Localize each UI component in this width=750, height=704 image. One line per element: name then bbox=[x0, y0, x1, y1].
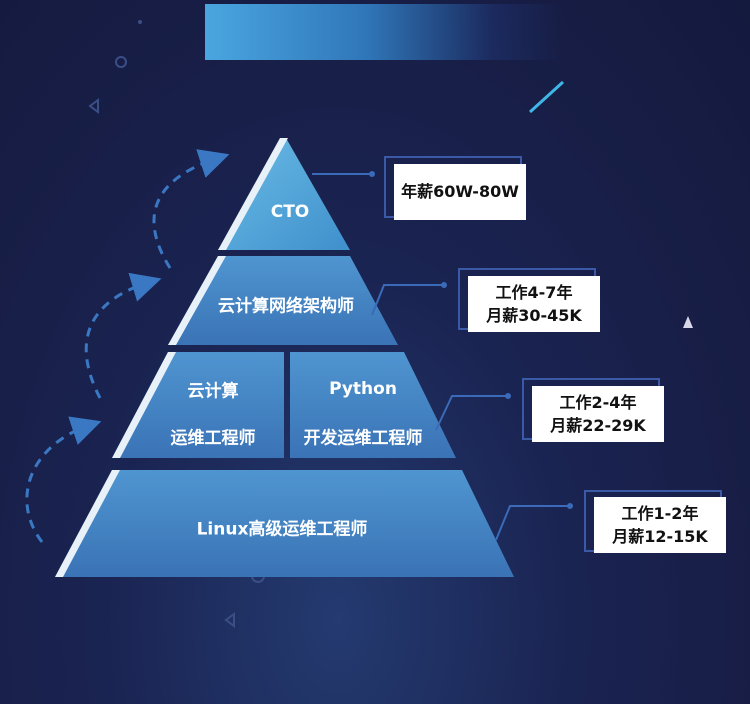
tier-linux bbox=[55, 470, 514, 577]
salary-box-linux: 工作1-2年 月薪12-15K bbox=[594, 497, 726, 553]
decor-streak bbox=[528, 80, 565, 114]
tier-architect-edge bbox=[168, 256, 226, 345]
salary-cto-line1: 年薪60W-80W bbox=[401, 182, 519, 202]
tier-linux-label: Linux高级运维工程师 bbox=[196, 519, 368, 540]
connector-line bbox=[435, 395, 508, 431]
salary-box-mid: 工作2-4年 月薪22-29K bbox=[532, 386, 664, 442]
tier-cloud-ops-edge bbox=[112, 352, 176, 458]
tier-cloud-ops-label-2: 运维工程师 bbox=[170, 428, 256, 449]
salary-mid-line2: 月薪22-29K bbox=[550, 416, 646, 435]
tier-cloud-ops-label-1: 云计算 bbox=[187, 381, 239, 402]
dashed-arrow bbox=[84, 272, 162, 399]
tier-python bbox=[290, 352, 456, 458]
decor-dot bbox=[138, 20, 142, 24]
header-banner bbox=[205, 4, 565, 60]
salary-box-cto: 年薪60W-80W bbox=[394, 164, 526, 220]
salary-mid-line1: 工作2-4年 bbox=[559, 392, 637, 412]
salary-architect-line2: 月薪30-45K bbox=[486, 306, 582, 325]
tier-linux-edge bbox=[55, 470, 120, 577]
dashed-arrow bbox=[25, 416, 102, 543]
tier-python-label-1: Python bbox=[329, 379, 397, 399]
decor-triangle bbox=[88, 98, 99, 114]
salary-linux-line2: 月薪12-15K bbox=[612, 527, 708, 546]
tier-cto-edge bbox=[218, 138, 288, 250]
tier-cto bbox=[218, 138, 350, 250]
salary-architect-line1: 工作4-7年 bbox=[495, 282, 573, 302]
salary-linux-line1: 工作1-2年 bbox=[621, 503, 699, 523]
connector-line bbox=[495, 505, 570, 541]
tier-python-label-2: 开发运维工程师 bbox=[303, 428, 423, 449]
salary-box-architect: 工作4-7年 月薪30-45K bbox=[468, 276, 600, 332]
decor-ring bbox=[115, 56, 127, 68]
dashed-arrow bbox=[152, 149, 230, 269]
tier-cto-label: CTO bbox=[270, 202, 310, 222]
tier-architect-label: 云计算网络架构师 bbox=[218, 296, 354, 317]
decor-star bbox=[683, 316, 693, 328]
tier-architect bbox=[168, 256, 398, 345]
connector-line bbox=[371, 284, 444, 316]
decor-triangle bbox=[224, 612, 235, 628]
